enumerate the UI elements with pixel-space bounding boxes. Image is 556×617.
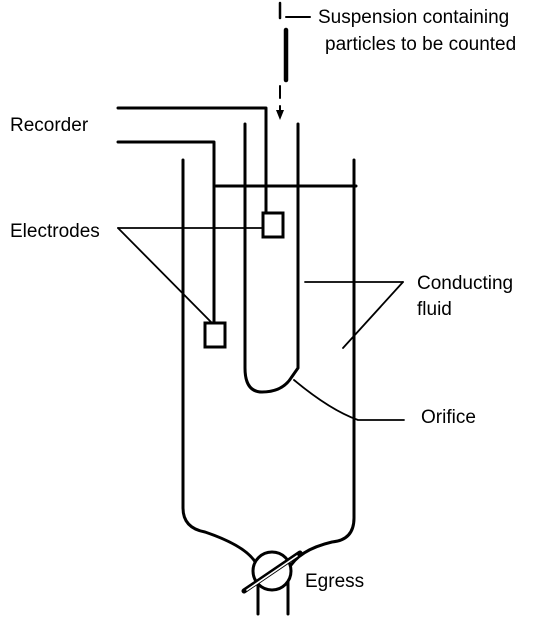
- egress-label: Egress: [305, 571, 364, 592]
- outer-electrode: [203, 321, 227, 349]
- recorder-leads: [116, 106, 268, 324]
- electrodes-label: Electrodes: [10, 221, 100, 242]
- suspension-label-line1: Suspension containing: [318, 7, 509, 28]
- suspension-inlet: [276, 1, 311, 120]
- inlet-arrow-icon: [276, 110, 284, 120]
- inner-tube: [243, 122, 300, 394]
- leader-lines: [117, 227, 405, 421]
- inner-electrode: [261, 211, 285, 239]
- recorder-label: Recorder: [10, 115, 89, 136]
- orifice-label: Orifice: [421, 407, 476, 428]
- conducting-fluid-label-line2: fluid: [417, 299, 452, 320]
- stopcock-icon: [241, 550, 303, 594]
- outer-vessel: [181, 158, 356, 616]
- conducting-fluid-label-line1: Conducting: [417, 273, 513, 294]
- suspension-label-line2: particles to be counted: [325, 34, 516, 55]
